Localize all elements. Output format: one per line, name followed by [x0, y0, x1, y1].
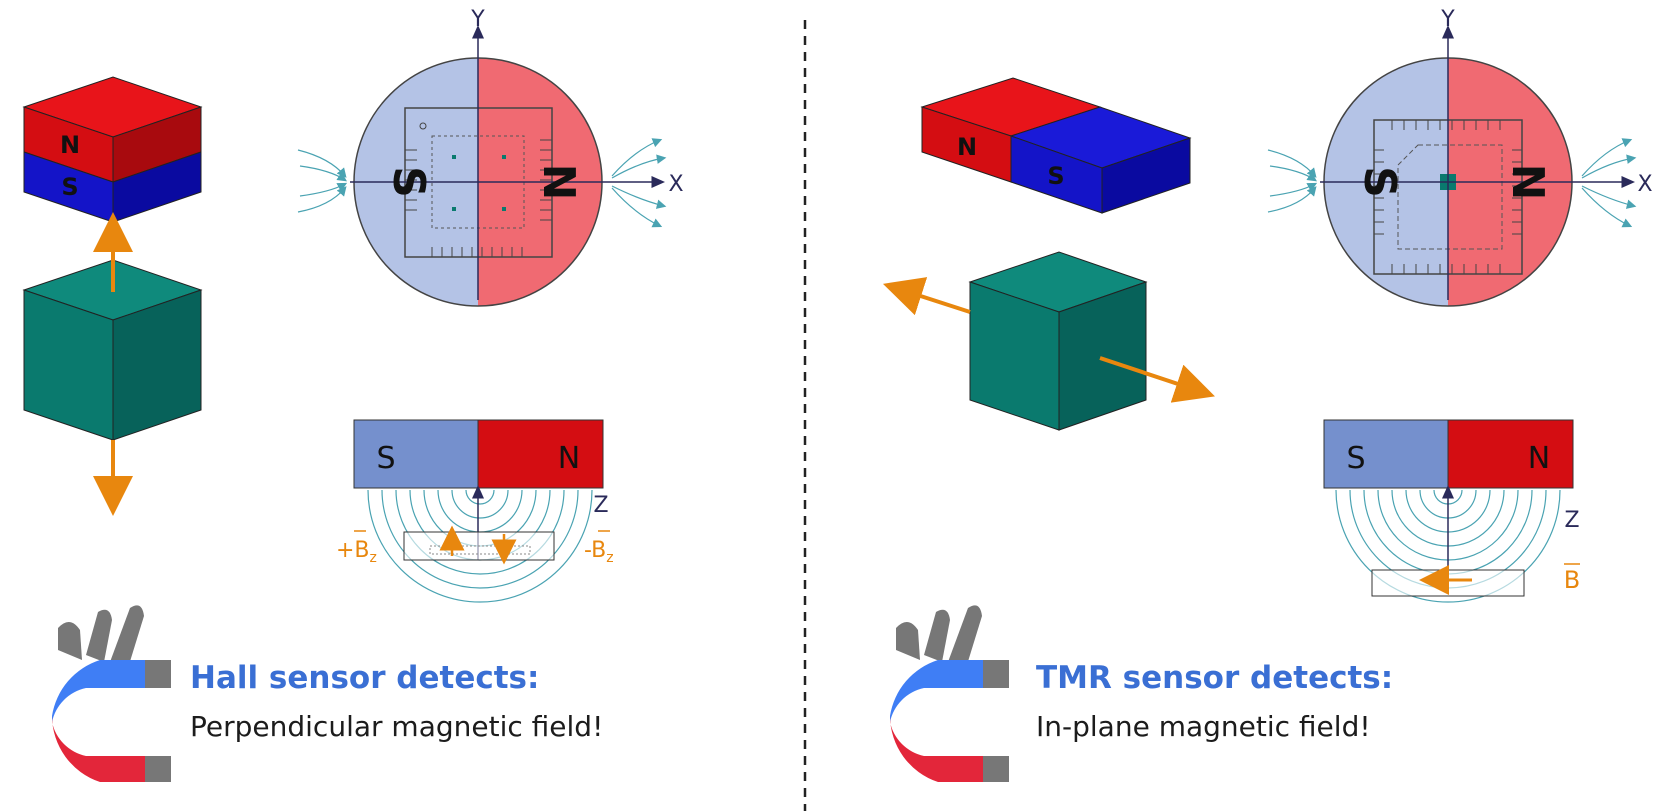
minus-bz-label: -Bz: [584, 538, 614, 566]
tmr-caption: TMR sensor detects: In-plane magnetic fi…: [1036, 660, 1393, 743]
axis-y-label-right: Y: [1440, 7, 1455, 32]
axis-z-label-left: Z: [593, 493, 608, 518]
chip-south-label-right: S: [1354, 166, 1405, 198]
plus-bz-label: +Bz: [336, 538, 377, 566]
in-plane-arrow-right: [1099, 356, 1215, 403]
chip-north-label-right: N: [1502, 164, 1553, 201]
side-south-label-right: S: [1346, 441, 1365, 476]
side-north-label-right: N: [1528, 441, 1550, 476]
field-b-label: B: [1564, 566, 1580, 594]
chip-view-right: S N Y X: [1320, 7, 1653, 307]
sensor-cube: [22, 259, 203, 441]
field-lines-left-chip: [297, 138, 667, 228]
tmr-caption-title: TMR sensor detects:: [1036, 660, 1394, 696]
hall-caption-body: Perpendicular magnetic field!: [190, 710, 604, 743]
tmr-caption-body: In-plane magnetic field!: [1036, 710, 1371, 743]
sensor-cube-tmr: [968, 251, 1148, 431]
side-view-left: S N Z +Bz -Bz: [336, 419, 614, 603]
chip-south-label-left: S: [383, 166, 434, 198]
axis-z-label-right: Z: [1564, 508, 1579, 533]
cube-south-label: S: [61, 173, 78, 201]
axis-x-label-left: X: [668, 172, 683, 197]
hall-caption-title: Hall sensor detects:: [190, 660, 540, 696]
bar-south-label: S: [1047, 162, 1064, 190]
side-view-right: S N Z B: [1323, 419, 1580, 603]
magnet-hand-icon: [52, 605, 171, 782]
cube-north-label: N: [60, 131, 80, 159]
chip-view-left: S N Y X: [350, 7, 684, 307]
field-lines-right-chip: [1267, 138, 1637, 228]
hall-caption: Hall sensor detects: Perpendicular magne…: [190, 660, 603, 743]
bar-north-label: N: [957, 133, 977, 161]
chip-north-label-left: N: [533, 164, 584, 201]
side-south-label-left: S: [376, 441, 395, 476]
cube-magnet: N S: [22, 76, 203, 223]
axis-x-label-right: X: [1637, 172, 1652, 197]
axis-y-label-left: Y: [470, 7, 485, 32]
bar-magnet: N S: [920, 77, 1192, 214]
side-north-label-left: N: [558, 441, 580, 476]
in-plane-arrow-left: [882, 277, 971, 316]
magnet-hand-icon-tmr: [890, 605, 1009, 782]
